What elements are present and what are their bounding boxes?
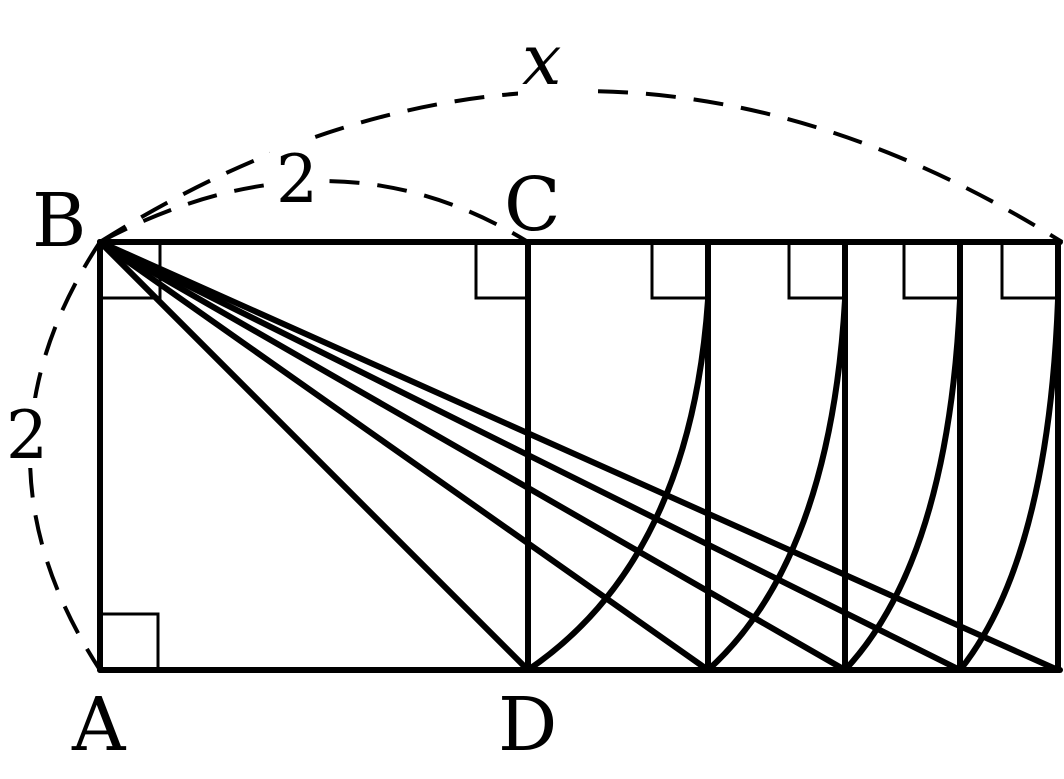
right-angle-mark-5 [902, 242, 960, 300]
right-angle-mark-4 [787, 242, 845, 300]
diagonal-3 [97, 239, 848, 673]
diagonal-bd [97, 239, 531, 673]
diagonal-2 [97, 239, 711, 673]
side-label-bc: 2 [276, 141, 318, 218]
label-backing-ab [2, 398, 50, 468]
right-angle-mark-6 [1000, 242, 1058, 300]
arc-4 [957, 297, 1061, 673]
label-backing-bc [270, 140, 322, 210]
arc-1 [525, 297, 711, 673]
point-label-c: C [504, 162, 561, 248]
diagonal-5 [97, 239, 1061, 673]
point-label-d: D [498, 682, 557, 768]
dimension-arc-ab [28, 240, 102, 672]
point-label-a: A [71, 682, 127, 768]
right-angle-mark-3 [650, 242, 708, 300]
dimension-arc-bc [99, 179, 530, 244]
dimension-arc-x [98, 89, 1064, 244]
right-angle-mark-b [100, 242, 162, 300]
right-angle-mark-a [100, 612, 160, 670]
right-angle-mark-c [474, 242, 528, 300]
arc-3 [842, 297, 963, 673]
diagonal-4 [97, 239, 963, 673]
side-label-ab: 2 [6, 397, 48, 474]
point-label-b: B [32, 178, 86, 264]
label-backing-x [518, 30, 588, 98]
span-label-x: x [522, 19, 561, 101]
arc-2 [705, 297, 848, 673]
